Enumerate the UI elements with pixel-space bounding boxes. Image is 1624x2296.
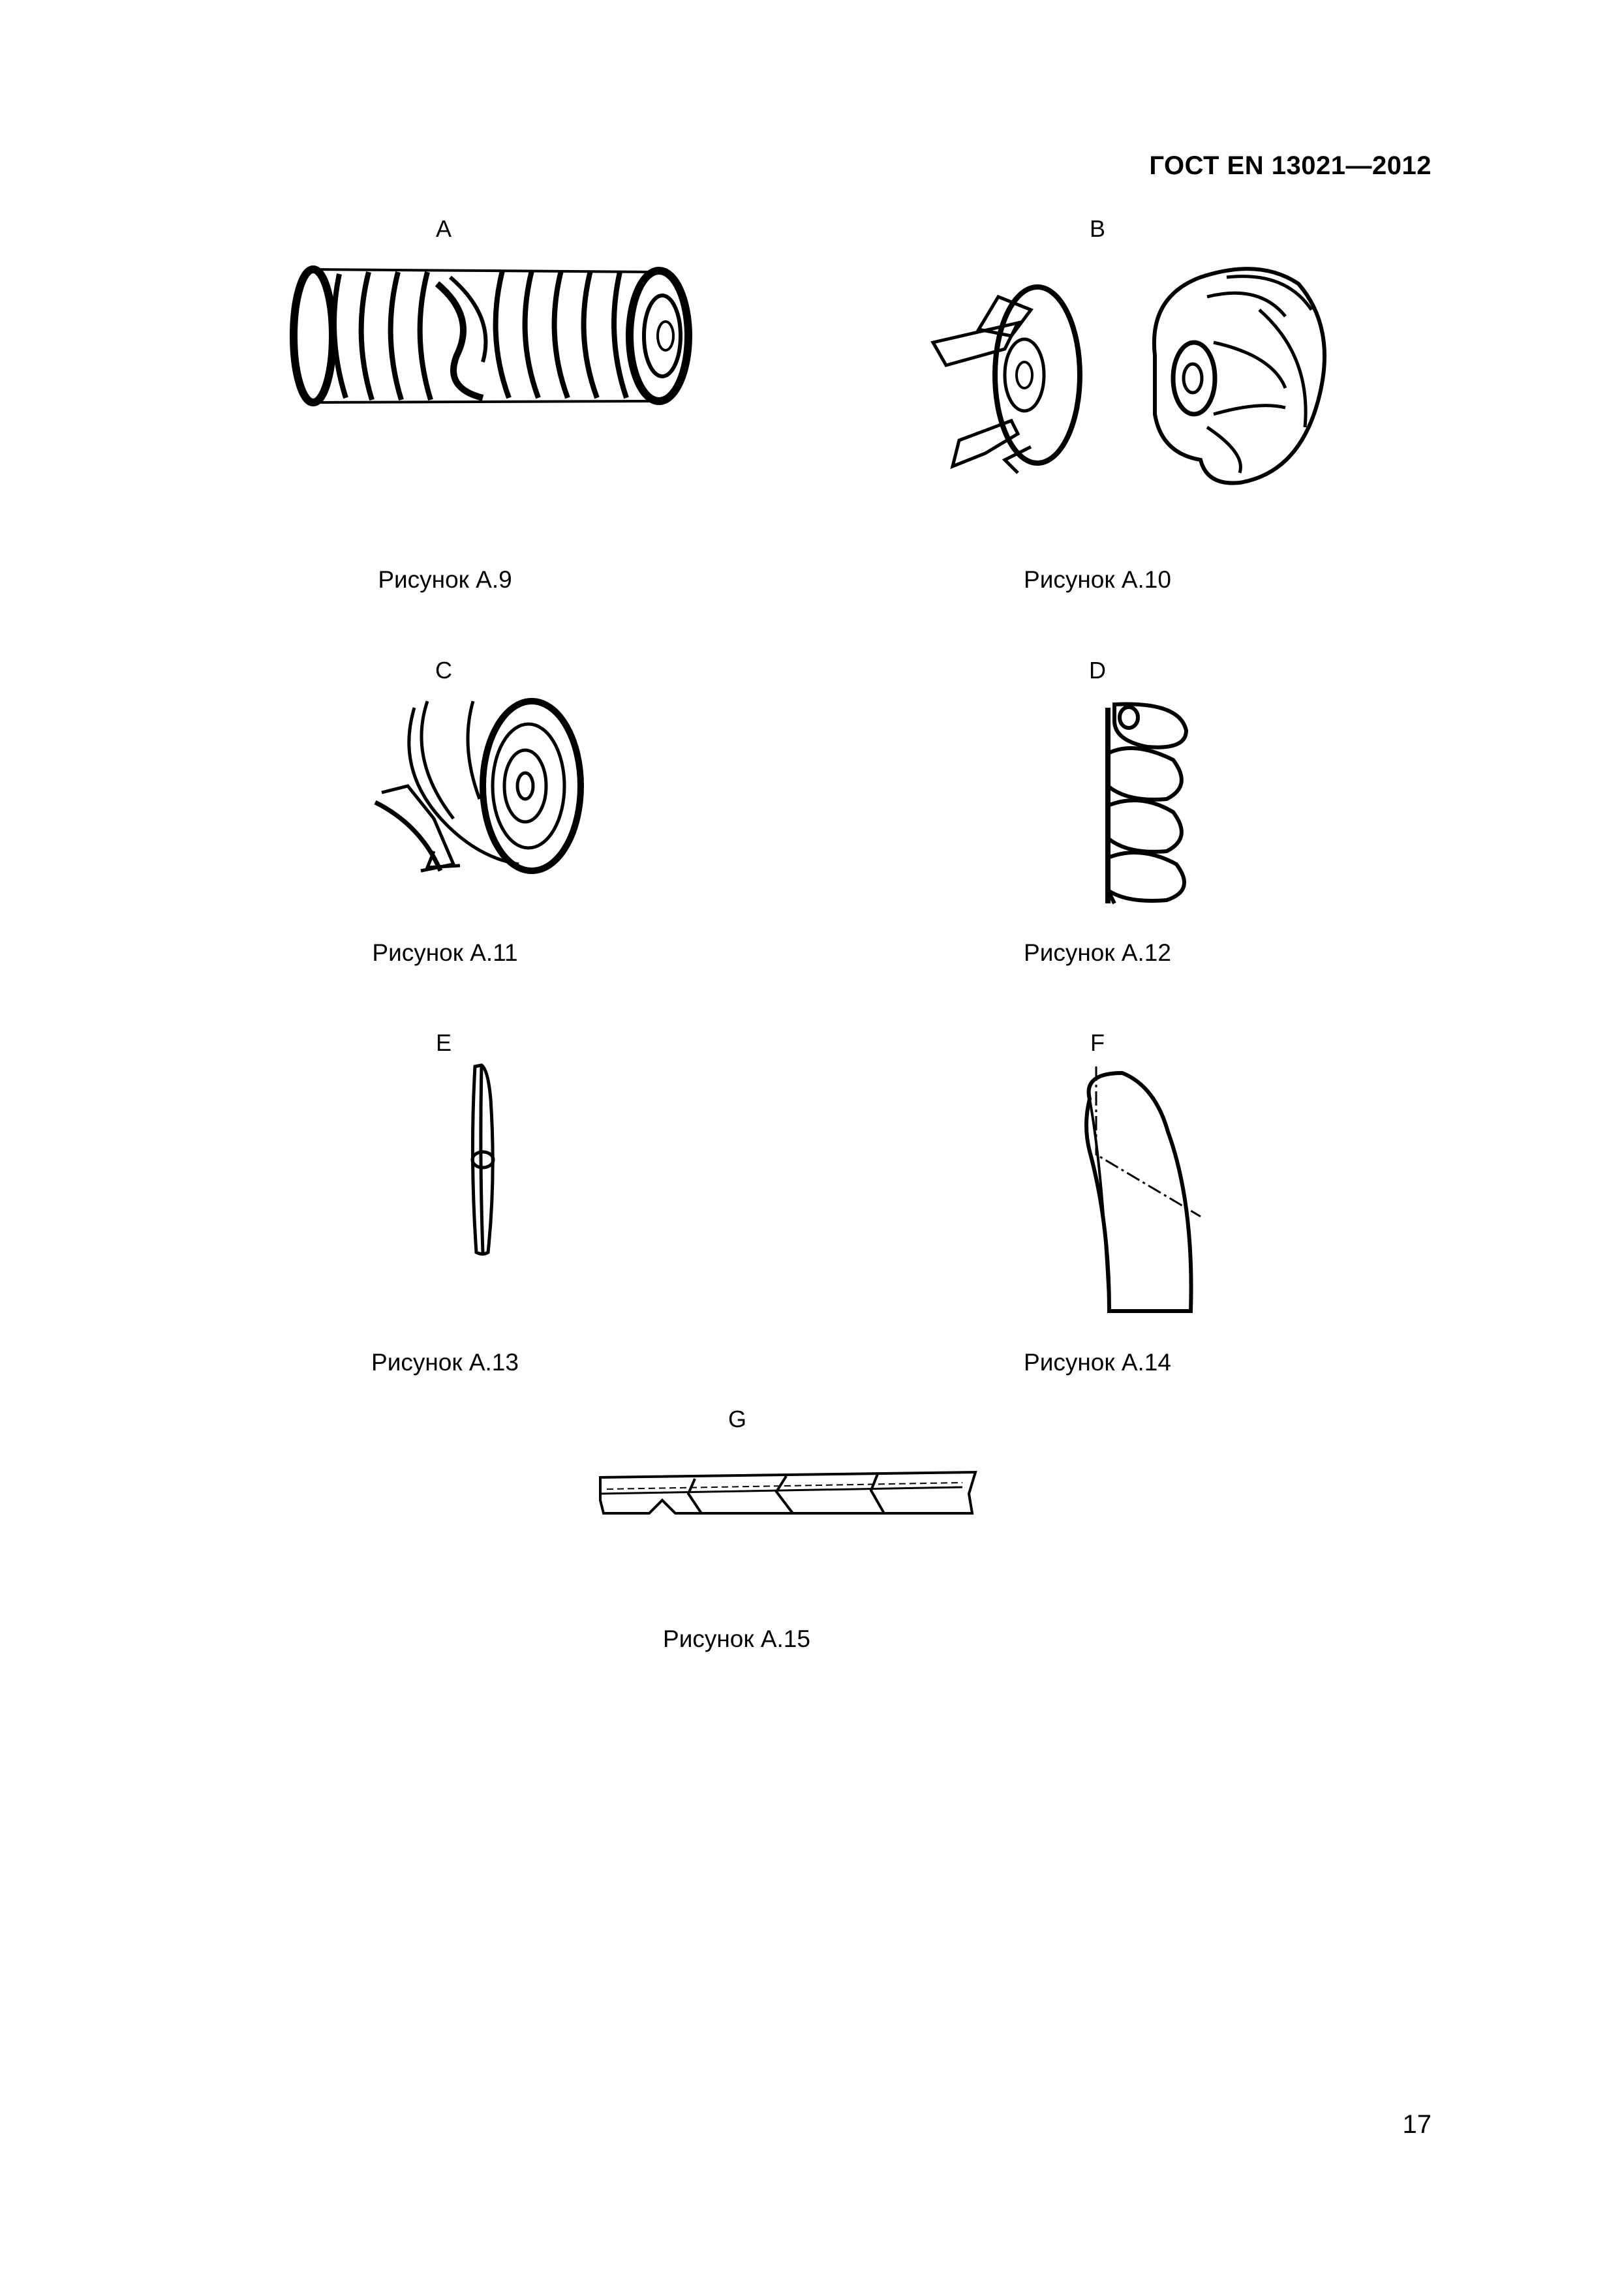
figure-letter-b: B bbox=[1089, 215, 1106, 242]
flat-knife-blade-drawing-icon bbox=[457, 1060, 509, 1259]
curved-shoe-blade-drawing-icon bbox=[1064, 1060, 1207, 1324]
serrated-edge-strip-drawing-icon bbox=[597, 1464, 975, 1523]
blade-disc-and-cutter-head-drawing-icon bbox=[920, 258, 1338, 492]
figure-caption-a14: Рисунок А.14 bbox=[1024, 1349, 1171, 1376]
disc-with-curved-tines-drawing-icon bbox=[369, 695, 590, 884]
figure-caption-a10: Рисунок А.10 bbox=[1024, 566, 1171, 593]
figure-caption-a12: Рисунок А.12 bbox=[1024, 939, 1171, 966]
figure-letter-c: C bbox=[435, 657, 452, 684]
figure-letter-a: A bbox=[435, 215, 452, 242]
page-number: 17 bbox=[1402, 2110, 1432, 2139]
figure-letter-f: F bbox=[1090, 1029, 1105, 1056]
figure-letter-g: G bbox=[728, 1406, 747, 1432]
auger-spiral-drawing-icon bbox=[1088, 695, 1199, 910]
figure-caption-a11: Рисунок А.11 bbox=[372, 939, 518, 966]
figure-caption-a13: Рисунок А.13 bbox=[371, 1349, 519, 1376]
figure-letter-e: E bbox=[435, 1029, 452, 1056]
figure-caption-a9: Рисунок А.9 bbox=[378, 566, 512, 593]
document-code: ГОСТ EN 13021—2012 bbox=[1149, 151, 1432, 180]
figure-caption-a15: Рисунок А.15 bbox=[663, 1625, 810, 1652]
figure-letter-d: D bbox=[1089, 657, 1106, 684]
screw-coil-roller-drawing-icon bbox=[287, 258, 692, 408]
